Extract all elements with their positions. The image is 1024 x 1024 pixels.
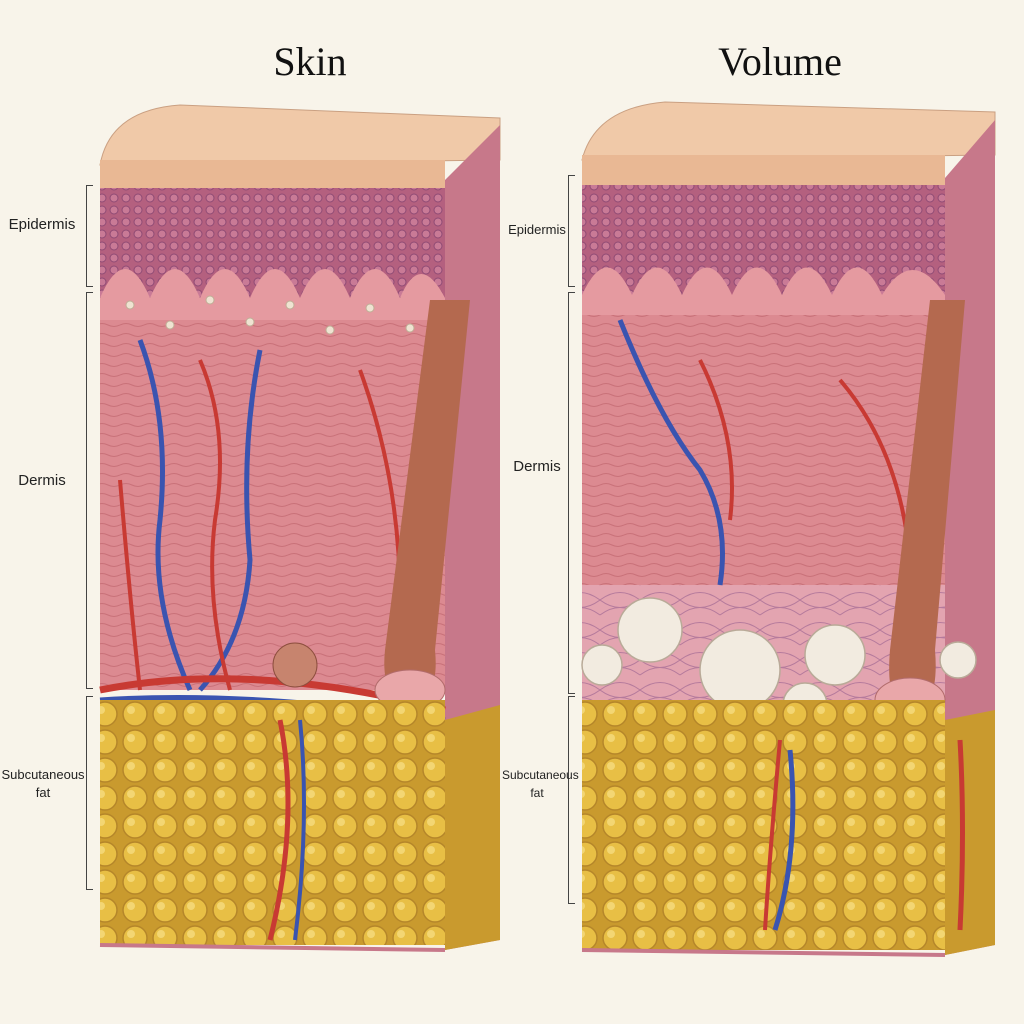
bracket-epidermis-left: [86, 185, 93, 287]
right-volume-block: [581, 101, 996, 957]
title-volume: Volume: [718, 39, 842, 84]
title-skin: Skin: [273, 39, 347, 84]
bracket-epidermis-right: [568, 175, 575, 287]
bracket-dermis-right: [568, 292, 575, 694]
label-subcutaneous-right: Subcutaneous fat: [502, 768, 579, 800]
label-epidermis-right: Epidermis: [508, 222, 566, 237]
bracket-dermis-left: [86, 292, 93, 689]
label-dermis-left: Dermis: [18, 472, 66, 489]
bracket-fat-right: [568, 696, 575, 904]
label-subcutaneous-left: Subcutaneous fat: [1, 767, 85, 800]
label-epidermis-left: Epidermis: [8, 216, 76, 233]
left-skin-block: [99, 104, 501, 952]
label-dermis-right: Dermis: [513, 458, 561, 475]
bracket-fat-left: [86, 696, 93, 890]
